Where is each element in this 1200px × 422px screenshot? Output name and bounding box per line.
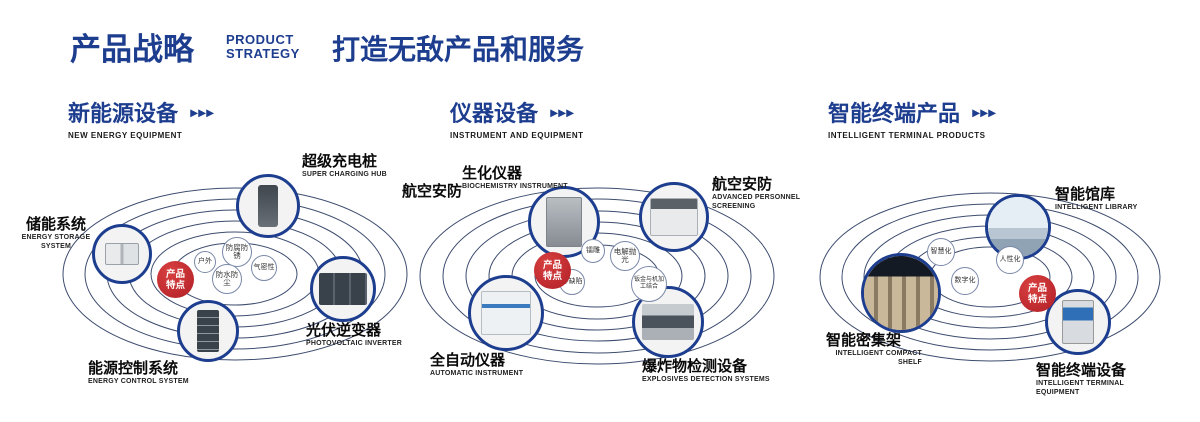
personnel-screening-node <box>639 182 709 252</box>
feature-bubble: 钣金与机加工结合 <box>631 266 667 302</box>
super-charging-hub-label-cn: 超级充电桩 <box>302 153 378 170</box>
triple-arrow-icon: ▸▸▸ <box>190 103 215 120</box>
automatic-instrument-label: 全自动仪器 AUTOMATIC INSTRUMENT <box>430 352 550 379</box>
product-features-badge-text: 产品特点 <box>165 268 185 291</box>
super-charging-hub-image <box>258 185 278 227</box>
terminal-equipment-label: 智能终端设备 INTELLIGENT TERMINAL EQUIPMENT <box>1036 362 1166 397</box>
automatic-instrument-image <box>480 291 532 335</box>
terminal-equipment-label-cn: 智能终端设备 <box>1036 362 1127 379</box>
product-features-badge-text: 产品特点 <box>1027 282 1047 305</box>
terminal-equipment-image <box>1062 300 1094 344</box>
energy-control-label-en: ENERGY CONTROL SYSTEM <box>88 378 189 385</box>
super-charging-hub-label: 超级充电桩 SUPER CHARGING HUB <box>302 153 412 180</box>
terminal-equipment-node <box>1045 289 1111 355</box>
explosives-detection-label: 爆炸物检测设备 EXPLOSIVES DETECTION SYSTEMS <box>642 358 772 385</box>
energy-control-label-cn: 能源控制系统 <box>88 360 179 377</box>
energy-control-label: 能源控制系统 ENERGY CONTROL SYSTEM <box>88 360 208 387</box>
feature-bubble: 防腐防锈 <box>222 237 252 267</box>
compact-shelf-label-en: INTELLIGENT COMPACT SHELF <box>835 350 922 366</box>
page-title-english-line2: STRATEGY <box>226 46 300 61</box>
compact-shelf-label: 智能密集架 INTELLIGENT COMPACT SHELF <box>826 332 922 367</box>
product-features-badge: 产品特点 <box>1019 275 1056 312</box>
automatic-instrument-label-en: AUTOMATIC INSTRUMENT <box>430 370 524 377</box>
section-title-terminals-cn: 智能终端产品 <box>828 101 961 126</box>
explosives-detection-label-cn: 爆炸物检测设备 <box>642 358 748 375</box>
page-title-english-line1: PRODUCT <box>226 32 294 47</box>
super-charging-hub-node <box>236 174 300 238</box>
intelligent-library-label-cn: 智能馆库 <box>1055 186 1116 203</box>
compact-shelf-label-cn: 智能密集架 <box>826 332 902 349</box>
section-title-instruments-en: INSTRUMENT AND EQUIPMENT <box>450 131 584 140</box>
photovoltaic-inverter-label-en: PHOTOVOLTAIC INVERTER <box>306 340 402 347</box>
feature-bubble: 电解抛光 <box>610 241 640 271</box>
terminal-equipment-label-en: INTELLIGENT TERMINAL EQUIPMENT <box>1036 380 1124 396</box>
energy-storage-node <box>92 224 152 284</box>
section-title-instruments: 仪器设备 ▸▸▸ INSTRUMENT AND EQUIPMENT <box>450 96 583 140</box>
product-features-badge: 产品特点 <box>157 261 194 298</box>
aviation-security-label: 航空安防 <box>402 183 463 200</box>
photovoltaic-inverter-image <box>319 273 367 305</box>
compact-shelf-image <box>864 256 938 330</box>
page-title-english: PRODUCT STRATEGY <box>226 33 300 61</box>
intelligent-library-label-en: INTELLIGENT LIBRARY <box>1055 204 1138 211</box>
personnel-screening-label-en: ADVANCED PERSONNEL SCREENING <box>712 194 801 210</box>
feature-bubble: 防水防尘 <box>212 264 242 294</box>
energy-storage-label-cn: 储能系统 <box>25 216 86 233</box>
intelligent-library-label: 智能馆库 INTELLIGENT LIBRARY <box>1055 186 1165 213</box>
compact-shelf-node <box>861 253 941 333</box>
personnel-screening-label-cn: 航空安防 <box>712 176 773 193</box>
energy-storage-image <box>104 242 140 266</box>
energy-control-image <box>196 310 220 352</box>
biochemistry-instrument-label-en: BIOCHEMISTRY INSTRUMENT <box>462 183 568 190</box>
feature-bubble: 数字化 <box>951 267 979 295</box>
energy-storage-label-en: ENERGY STORAGE SYSTEM <box>21 234 91 250</box>
personnel-screening-label: 航空安防 ADVANCED PERSONNEL SCREENING <box>712 176 817 211</box>
section-title-instruments-cn: 仪器设备 <box>450 101 539 126</box>
energy-storage-label: 储能系统 ENERGY STORAGE SYSTEM <box>14 216 98 251</box>
biochemistry-instrument-label-cn: 生化仪器 <box>462 165 523 182</box>
photovoltaic-inverter-label-cn: 光伏逆变器 <box>306 322 382 339</box>
product-features-badge-text: 产品特点 <box>542 259 562 282</box>
section-title-new-energy: 新能源设备 ▸▸▸ NEW ENERGY EQUIPMENT <box>68 96 215 140</box>
feature-bubble: 户外 <box>194 251 216 273</box>
biochemistry-instrument-label: 生化仪器 BIOCHEMISTRY INSTRUMENT <box>462 165 572 192</box>
explosives-detection-node <box>632 286 704 358</box>
personnel-screening-image <box>650 198 698 236</box>
super-charging-hub-label-en: SUPER CHARGING HUB <box>302 171 387 178</box>
product-features-badge: 产品特点 <box>534 252 571 289</box>
automatic-instrument-node <box>468 275 544 351</box>
photovoltaic-inverter-label: 光伏逆变器 PHOTOVOLTAIC INVERTER <box>306 322 416 349</box>
tagline: 打造无敌产品和服务 <box>332 34 585 65</box>
intelligent-library-node <box>985 194 1051 260</box>
triple-arrow-icon: ▸▸▸ <box>972 103 997 120</box>
feature-bubble: 智慧化 <box>927 238 955 266</box>
photovoltaic-inverter-node <box>310 256 376 322</box>
energy-control-node <box>177 300 239 362</box>
explosives-detection-label-en: EXPLOSIVES DETECTION SYSTEMS <box>642 376 770 383</box>
automatic-instrument-label-cn: 全自动仪器 <box>430 352 506 369</box>
intelligent-library-image <box>988 197 1048 257</box>
triple-arrow-icon: ▸▸▸ <box>550 103 575 120</box>
section-title-terminals: 智能终端产品 ▸▸▸ INTELLIGENT TERMINAL PRODUCTS <box>828 96 997 140</box>
section-title-terminals-en: INTELLIGENT TERMINAL PRODUCTS <box>828 131 986 140</box>
feature-bubble: 镭雕 <box>581 239 605 263</box>
biochemistry-instrument-image <box>545 196 583 248</box>
feature-bubble: 人性化 <box>996 246 1024 274</box>
page-title: 产品战略 <box>70 32 194 67</box>
section-title-new-energy-en: NEW ENERGY EQUIPMENT <box>68 131 183 140</box>
section-title-new-energy-cn: 新能源设备 <box>68 101 179 126</box>
feature-bubble: 气密性 <box>251 255 277 281</box>
explosives-detection-image <box>642 303 694 341</box>
